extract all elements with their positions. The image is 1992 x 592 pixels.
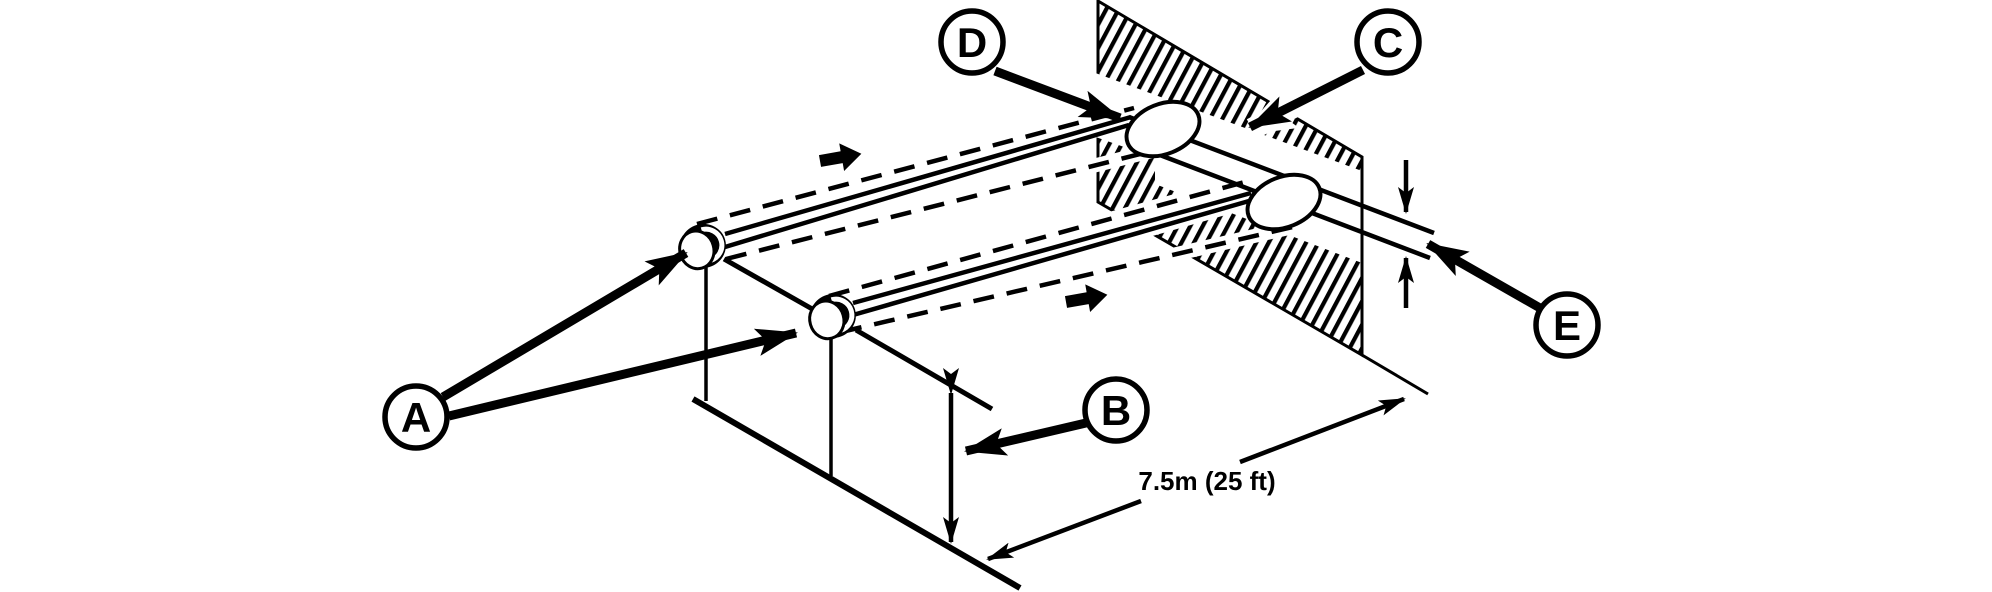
ground-line: [691, 396, 1022, 591]
hotspot-left-ellipse: [1124, 99, 1202, 159]
callout-b-arrow: [964, 418, 1088, 456]
callout-c: C: [1354, 8, 1422, 76]
callout-a-arrow-2: [447, 328, 798, 421]
callout-b: B: [1082, 376, 1150, 444]
beam2-dashed-upper: [828, 177, 1253, 299]
callout-c-label: C: [1373, 19, 1403, 66]
beam2-dashed-lower: [840, 224, 1294, 335]
callout-a-arrow-1: [440, 249, 689, 401]
distance-dimension-right-arrow: [1239, 396, 1406, 465]
beam2-solid-lower: [852, 198, 1250, 318]
callout-e-arrow: [1425, 240, 1543, 312]
callout-d-label: D: [957, 19, 987, 66]
beam-hotspots: [1124, 99, 1323, 232]
callout-b-label: B: [1101, 387, 1131, 434]
callout-e: E: [1533, 291, 1601, 359]
beam1-dashed-lower: [725, 148, 1153, 262]
beam1-solid-lower: [724, 122, 1130, 250]
beam1-dashed-upper: [696, 105, 1135, 227]
headlamp-rim-highlight: [830, 296, 855, 333]
lamp-height-reference-line: [854, 327, 994, 412]
beam-direction-arrow-icon: [818, 143, 862, 171]
callout-a-label: A: [401, 394, 431, 441]
distance-dimension-left-arrow: [986, 498, 1142, 562]
callout-d-arrow: [993, 66, 1122, 123]
beam2-solid-upper: [852, 190, 1252, 306]
beam-direction-arrow-icon: [1064, 284, 1108, 312]
headlamp-rim-highlight: [700, 226, 725, 263]
structure-lines: [691, 256, 1022, 591]
hotspot-right-ellipse: [1245, 172, 1323, 232]
screen-base-line: [1361, 353, 1429, 396]
dimension-arrows: [943, 160, 1414, 562]
headlamp-lens: [808, 299, 846, 341]
callout-a: A: [382, 383, 450, 451]
distance-dimension-label: 7.5m (25 ft): [1138, 466, 1275, 496]
headlamp-left: [678, 223, 726, 271]
headlamp-right: [808, 293, 856, 341]
callout-arrows: [440, 65, 1543, 456]
callout-c-arrow: [1247, 65, 1366, 132]
lamp-row-line: [722, 256, 816, 313]
callout-d: D: [938, 8, 1006, 76]
beam1-solid-upper: [724, 114, 1132, 237]
callout-e-label: E: [1553, 302, 1581, 349]
